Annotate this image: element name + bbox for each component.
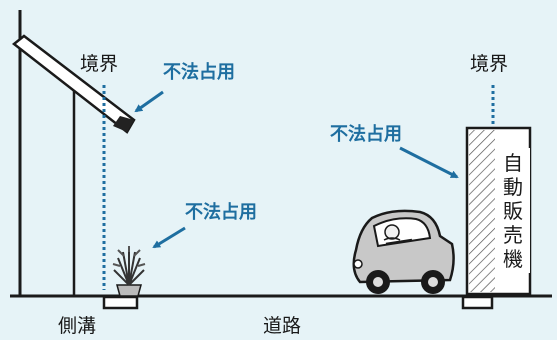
boundary-label-left: 境界: [80, 53, 118, 75]
ditch-left: [102, 295, 139, 310]
svg-text:動: 動: [503, 175, 523, 199]
illegal-occupation-label-roof: 不法占用: [163, 61, 235, 83]
svg-text:売: 売: [503, 223, 523, 247]
vending-machine-label: 自 動 販 売 機: [503, 151, 523, 271]
roof-eave-icon: [11, 10, 136, 296]
ditch-right: [461, 295, 494, 310]
potted-plant-icon: [112, 246, 146, 297]
svg-text:販: 販: [503, 199, 523, 223]
vending-machine-icon: [465, 126, 532, 296]
road-label: 道路: [263, 315, 301, 337]
arrow-vending: [399, 146, 459, 179]
illegal-occupation-label-plant: 不法占用: [185, 201, 257, 223]
boundary-label-right: 境界: [470, 53, 508, 75]
car-with-driver-icon: [352, 209, 455, 294]
arrow-plant: [152, 226, 186, 249]
arrow-roof: [134, 90, 164, 113]
svg-text:自: 自: [503, 151, 523, 175]
svg-text:機: 機: [503, 247, 523, 271]
illegal-occupation-label-vending: 不法占用: [330, 123, 402, 145]
ditch-label: 側溝: [58, 315, 96, 337]
